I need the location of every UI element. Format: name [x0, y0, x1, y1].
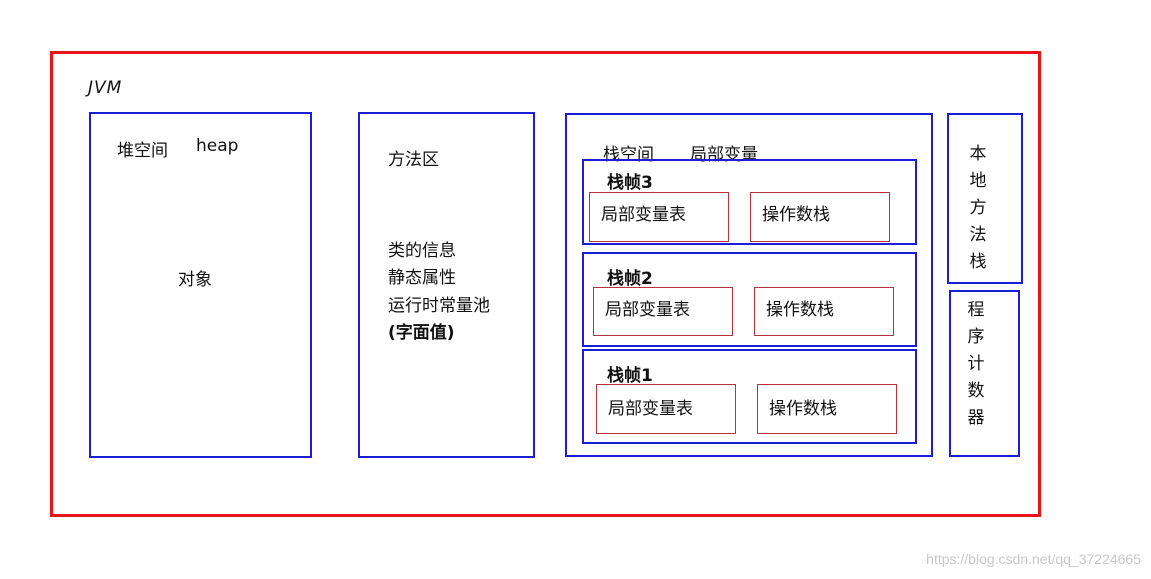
stack-frame-2-label: 栈帧2 — [607, 269, 653, 289]
stack-frame-2 — [582, 252, 917, 347]
stack-frame-3-label: 栈帧3 — [607, 173, 653, 193]
heap-title-en: heap — [196, 136, 239, 156]
heap-title: 堆空间 — [117, 141, 168, 161]
frame-3-locals-box — [589, 192, 729, 242]
native-method-stack-label: 本地方法栈 — [969, 144, 987, 272]
frame-2-locals-label: 局部变量表 — [605, 300, 690, 320]
frame-3-operand-box — [750, 192, 890, 242]
frame-1-operand-box — [757, 384, 897, 434]
stack-frame-1-label: 栈帧1 — [607, 366, 653, 386]
frame-2-operand-box — [754, 287, 894, 336]
stack-region — [565, 113, 933, 457]
frame-1-locals-box — [596, 384, 736, 434]
native-method-stack-region — [947, 113, 1023, 284]
method-area-line-class-info: 类的信息 — [388, 241, 456, 261]
method-area-region — [358, 112, 535, 458]
program-counter-region — [949, 290, 1020, 457]
program-counter-label: 程序计数器 — [967, 300, 985, 428]
jvm-label: JVM — [88, 78, 123, 98]
frame-2-locals-box — [593, 287, 733, 336]
frame-2-operand-label: 操作数栈 — [766, 300, 834, 320]
heap-content: 对象 — [178, 270, 212, 290]
method-area-title: 方法区 — [388, 150, 439, 170]
frame-3-locals-label: 局部变量表 — [601, 205, 686, 225]
jvm-container — [50, 51, 1041, 517]
method-area-line-constant-pool: 运行时常量池 — [388, 296, 490, 316]
stack-frame-1 — [582, 349, 917, 444]
frame-1-operand-label: 操作数栈 — [769, 399, 837, 419]
frame-3-operand-label: 操作数栈 — [762, 205, 830, 225]
heap-region — [89, 112, 312, 458]
method-area-line-static: 静态属性 — [388, 268, 456, 288]
frame-1-locals-label: 局部变量表 — [608, 399, 693, 419]
watermark: https://blog.csdn.net/qq_37224665 — [926, 551, 1141, 567]
method-area-line-literals: (字面值) — [388, 323, 455, 343]
stack-frame-3 — [582, 159, 917, 245]
